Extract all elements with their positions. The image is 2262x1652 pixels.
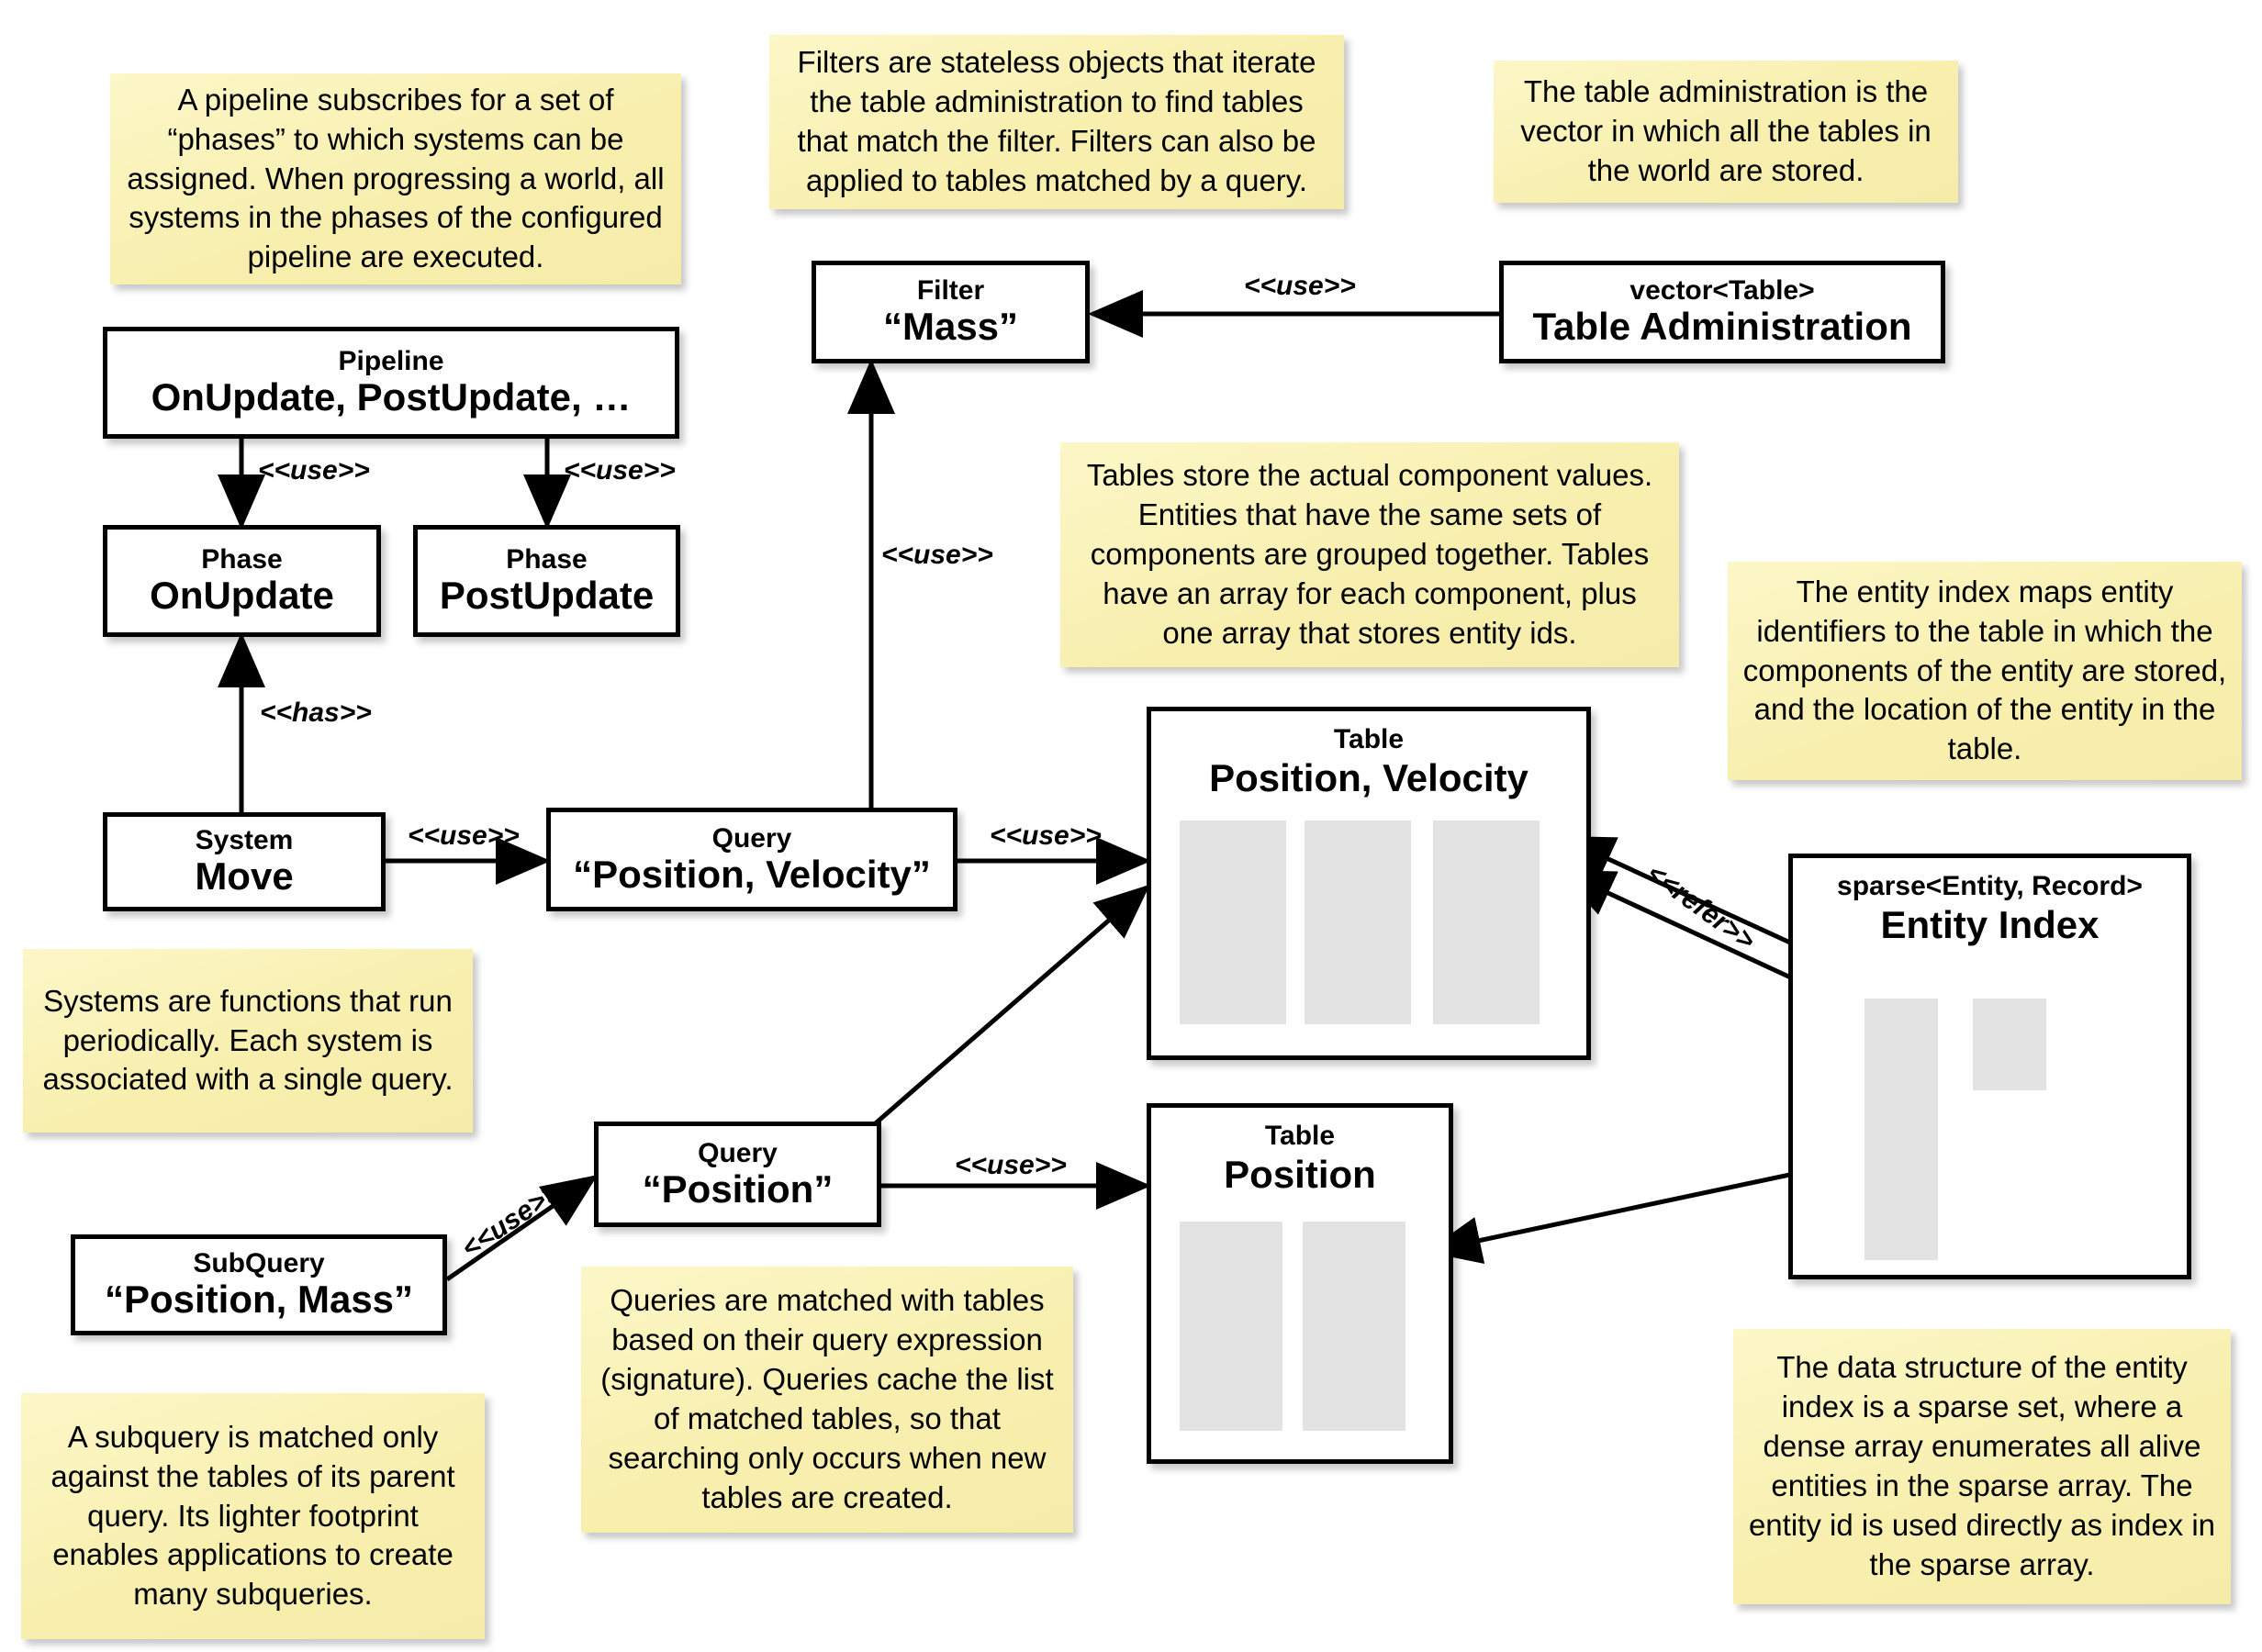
note-table-administration: The table administration is the vector i… [1494, 61, 1958, 203]
edge-label-query-filter: <<use>> [881, 540, 993, 570]
node-table-position[interactable]: Table Position [1147, 1103, 1453, 1464]
node-system-move-stereotype: System [195, 825, 294, 856]
table-column-bar [1305, 820, 1411, 1024]
node-table-position-velocity-title: Position, Velocity [1209, 755, 1529, 799]
node-phase-postupdate[interactable]: Phase PostUpdate [413, 525, 680, 637]
node-query-position-velocity-title: “Position, Velocity” [573, 852, 931, 896]
note-filter-text: Filters are stateless objects that itera… [797, 45, 1316, 197]
note-queries-text: Queries are matched with tables based on… [600, 1283, 1054, 1514]
node-phase-onupdate[interactable]: Phase OnUpdate [103, 525, 381, 637]
node-query-position-title: “Position” [642, 1166, 834, 1211]
note-pipeline-text: A pipeline subscribes for a set of “phas… [127, 82, 665, 274]
node-filter-mass-title: “Mass” [882, 305, 1019, 349]
note-table-administration-text: The table administration is the vector i… [1520, 74, 1932, 187]
edge-label-queryposition-table-p: <<use>> [955, 1150, 1067, 1180]
note-sparse-set-text: The data structure of the entity index i… [1748, 1350, 2216, 1581]
note-systems-text: Systems are functions that run periodica… [42, 983, 454, 1097]
table-column-bar [1433, 820, 1540, 1024]
edge-label-system-query: <<use>> [408, 820, 520, 851]
node-subquery-position-mass-stereotype: SubQuery [193, 1248, 325, 1279]
node-table-position-velocity-header: Table Position, Velocity [1151, 711, 1586, 800]
note-tables-text: Tables store the actual component values… [1086, 458, 1653, 650]
note-entity-index: The entity index maps entity identifiers… [1728, 562, 2242, 780]
edge-label-pipeline-postupdate: <<use>> [564, 455, 676, 486]
node-query-position-velocity[interactable]: Query “Position, Velocity” [546, 808, 957, 911]
node-table-administration-stereotype: vector<Table> [1629, 275, 1815, 307]
note-systems: Systems are functions that run periodica… [23, 949, 473, 1133]
edge-label-tableadmin-filter: <<use>> [1244, 271, 1356, 301]
edge-label-entityindex-refer: <<refer>> [1641, 858, 1761, 957]
node-table-position-title: Position [1224, 1152, 1376, 1196]
edge-label-subquery-query: <<use>> [456, 1176, 566, 1265]
node-query-position-stereotype: Query [698, 1137, 778, 1168]
node-phase-onupdate-stereotype: Phase [201, 544, 283, 575]
dense-array-bar [1973, 999, 2046, 1090]
node-entity-index-stereotype: sparse<Entity, Record> [1837, 871, 2143, 901]
node-query-position-velocity-stereotype: Query [711, 822, 792, 854]
node-table-administration[interactable]: vector<Table> Table Administration [1499, 261, 1945, 363]
note-pipeline: A pipeline subscribes for a set of “phas… [110, 73, 681, 285]
table-column-bar [1180, 1222, 1282, 1431]
node-filter-mass-stereotype: Filter [916, 275, 985, 307]
node-system-move[interactable]: System Move [103, 812, 386, 911]
node-phase-postupdate-stereotype: Phase [506, 544, 588, 575]
table-column-bar [1180, 820, 1286, 1024]
node-table-administration-title: Table Administration [1532, 305, 1912, 349]
node-entity-index[interactable]: sparse<Entity, Record> Entity Index [1788, 854, 2191, 1279]
edge-label-pipeline-onupdate: <<use>> [258, 455, 370, 486]
node-table-position-velocity[interactable]: Table Position, Velocity [1147, 707, 1591, 1060]
note-tables: Tables store the actual component values… [1060, 442, 1679, 667]
node-query-position[interactable]: Query “Position” [594, 1122, 881, 1227]
node-pipeline-stereotype: Pipeline [338, 346, 444, 377]
node-table-position-header: Table Position [1151, 1108, 1449, 1197]
note-subquery: A subquery is matched only against the t… [21, 1393, 485, 1639]
node-entity-index-header: sparse<Entity, Record> Entity Index [1793, 858, 2187, 947]
note-filter: Filters are stateless objects that itera… [769, 35, 1344, 209]
sparse-array-bar [1864, 999, 1938, 1260]
note-subquery-text: A subquery is matched only against the t… [50, 1419, 455, 1612]
note-sparse-set: The data structure of the entity index i… [1733, 1329, 2231, 1604]
node-pipeline[interactable]: Pipeline OnUpdate, PostUpdate, … [103, 327, 679, 439]
node-system-move-title: Move [195, 854, 294, 899]
edge-queryposition-table-pv [862, 884, 1150, 1135]
node-table-position-stereotype: Table [1264, 1121, 1336, 1151]
node-pipeline-title: OnUpdate, PostUpdate, … [151, 375, 632, 419]
node-subquery-position-mass-title: “Position, Mass” [104, 1278, 414, 1322]
node-entity-index-title: Entity Index [1880, 902, 2100, 946]
node-table-position-velocity-stereotype: Table [1333, 724, 1405, 754]
node-subquery-position-mass[interactable]: SubQuery “Position, Mass” [71, 1234, 447, 1335]
note-entity-index-text: The entity index maps entity identifiers… [1742, 574, 2227, 766]
node-phase-postupdate-title: PostUpdate [439, 574, 655, 618]
edge-label-system-phase: <<has>> [260, 698, 372, 728]
node-phase-onupdate-title: OnUpdate [150, 574, 334, 618]
node-filter-mass[interactable]: Filter “Mass” [812, 261, 1090, 363]
table-column-bar [1303, 1222, 1405, 1431]
note-queries: Queries are matched with tables based on… [581, 1267, 1073, 1533]
edge-label-query-table-pv: <<use>> [990, 820, 1102, 851]
